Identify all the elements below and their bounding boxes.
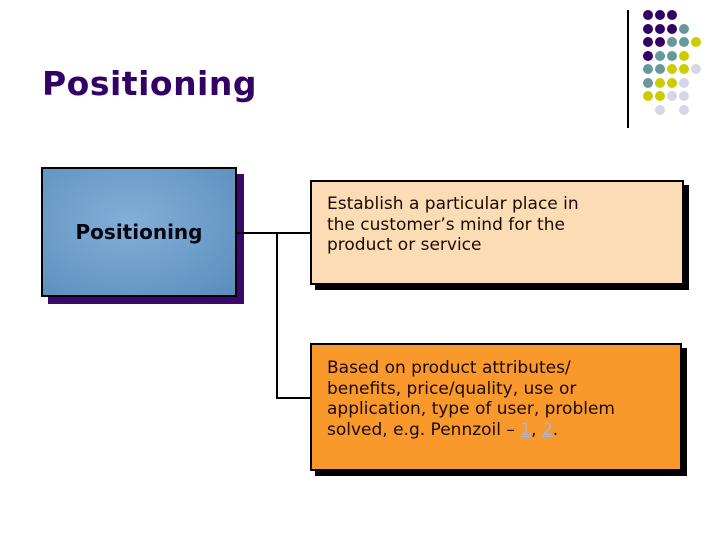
deco-dot <box>655 91 665 101</box>
decoration-vertical-line <box>627 10 629 128</box>
based-on-box-text: Based on product attributes/benefits, pr… <box>327 358 674 440</box>
positioning-box-label: Positioning <box>75 220 203 244</box>
connector-line-top <box>237 232 311 234</box>
connector-line-bottom <box>276 397 311 399</box>
deco-dot <box>667 50 677 61</box>
deco-dot <box>643 23 653 34</box>
deco-dot <box>643 77 653 88</box>
deco-dot <box>679 64 689 74</box>
text-line: Based on product attributes/ <box>327 358 571 378</box>
slide-title: Positioning <box>42 64 257 103</box>
deco-dot <box>667 91 677 101</box>
deco-dot <box>691 64 701 74</box>
text-line: solved, e.g. Pennzoil – 1, 2. <box>327 420 674 441</box>
deco-dot <box>667 64 677 74</box>
deco-dot <box>655 77 665 88</box>
deco-dot <box>655 50 665 61</box>
dots-pattern <box>0 0 720 140</box>
deco-dot <box>643 64 653 74</box>
based-on-box: Based on product attributes/benefits, pr… <box>310 343 682 471</box>
deco-dot <box>679 37 689 47</box>
deco-dot <box>643 91 653 101</box>
deco-dot <box>643 50 653 61</box>
connector-line-vertical <box>276 232 278 399</box>
deco-dot <box>655 64 665 74</box>
deco-dot <box>655 37 665 47</box>
deco-dot <box>679 77 689 88</box>
text-line: benefits, price/quality, use or <box>327 378 577 399</box>
text-segment: solved, e.g. Pennzoil – <box>327 419 521 440</box>
deco-dot <box>679 104 689 115</box>
positioning-box: Positioning <box>41 167 237 297</box>
deco-dot <box>667 37 677 47</box>
deco-dot <box>667 23 677 34</box>
pennzoil-link-1[interactable]: 1 <box>520 419 532 440</box>
text-segment: . <box>552 419 559 440</box>
deco-dot <box>655 104 665 115</box>
text-line: the customer’s mind for the <box>327 214 565 235</box>
pennzoil-link-2[interactable]: 2 <box>541 419 553 440</box>
text-segment: , <box>531 419 542 440</box>
deco-dot <box>643 37 653 47</box>
text-line: product or service <box>327 235 482 255</box>
deco-dot <box>655 10 665 20</box>
deco-dot <box>679 50 689 61</box>
deco-dot <box>679 23 689 34</box>
deco-dot <box>667 77 677 88</box>
text-line: application, type of user, problem <box>327 399 615 419</box>
deco-dot <box>655 23 665 34</box>
text-line: Establish a particular place in <box>327 194 579 214</box>
deco-dot <box>691 37 701 47</box>
deco-dot <box>679 91 689 101</box>
deco-dot <box>643 10 653 20</box>
deco-dot <box>667 10 677 20</box>
